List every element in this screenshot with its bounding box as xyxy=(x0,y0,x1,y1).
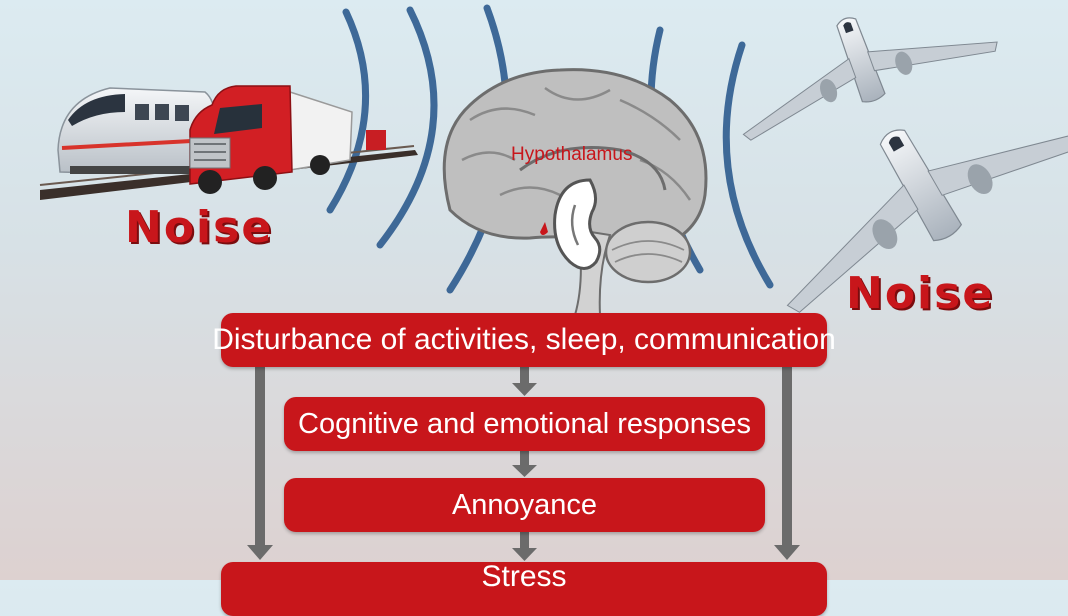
flow-box-responses: Cognitive and emotional responses xyxy=(284,397,765,451)
diagram-scene xyxy=(39,4,1068,561)
truck-icon xyxy=(189,85,386,194)
flow-arrows xyxy=(247,367,800,561)
flow-box-disturbance: Disturbance of activities, sleep, commun… xyxy=(212,313,836,367)
flow-box-stress: Stress xyxy=(221,562,827,616)
airplane-icon xyxy=(742,17,1068,313)
ear-icon xyxy=(553,178,602,270)
flow-box-annoyance: Annoyance xyxy=(284,478,765,532)
train-icon xyxy=(57,87,216,174)
noise-label-left: Noise xyxy=(125,202,274,253)
flow-box-stress-label: Stress xyxy=(481,560,567,593)
flow-box-responses-label: Cognitive and emotional responses xyxy=(298,407,751,440)
brain-icon xyxy=(442,68,708,316)
flow-box-disturbance-label: Disturbance of activities, sleep, commun… xyxy=(212,323,836,356)
hypothalamus-label: Hypothalamus xyxy=(511,144,633,165)
noise-label-right: Noise xyxy=(846,268,995,319)
flow-box-annoyance-label: Annoyance xyxy=(451,488,598,521)
